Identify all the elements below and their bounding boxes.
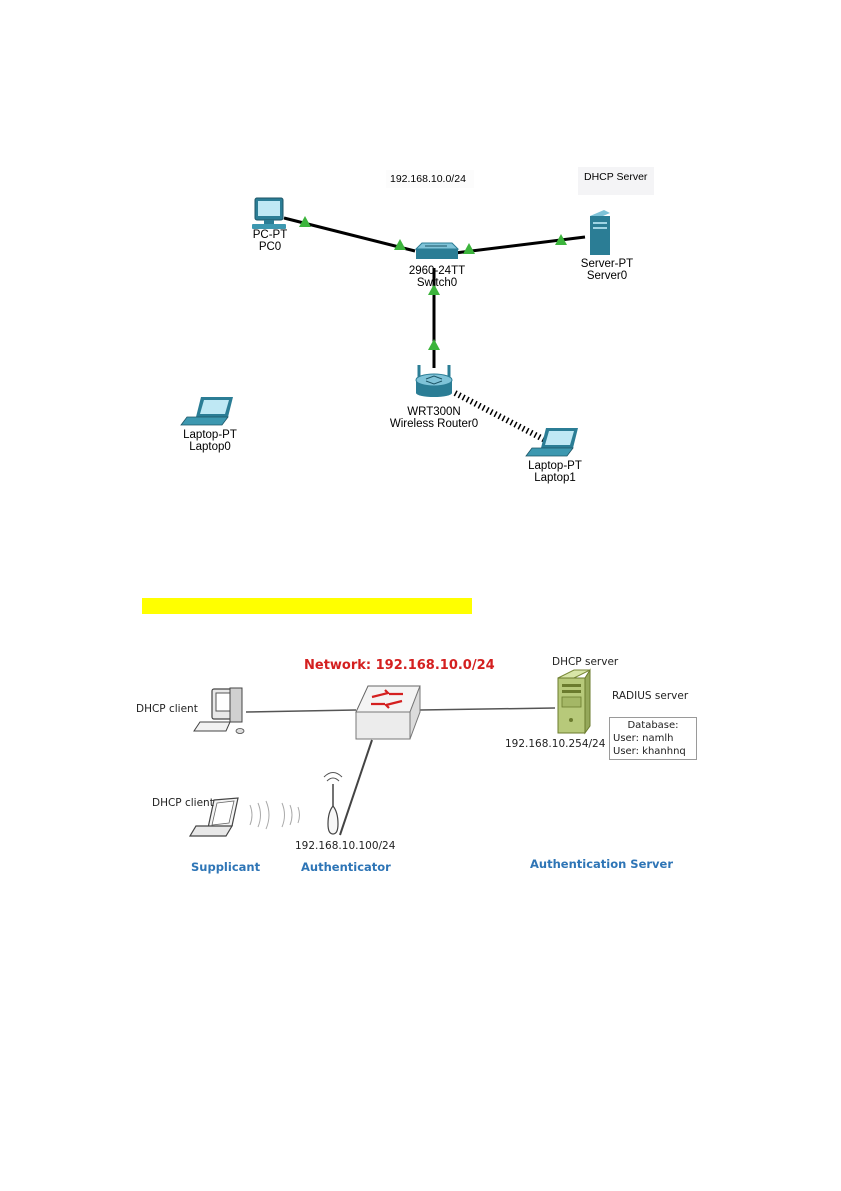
network-switch-icon[interactable]: [355, 685, 421, 740]
status-triangle: [299, 216, 311, 227]
wireless-router-icon[interactable]: [415, 365, 453, 397]
authenticator-label: Authenticator: [301, 860, 391, 874]
dhcp-client-laptop-label: DHCP client: [152, 797, 214, 809]
device-type: 2960-24TT: [408, 265, 466, 277]
laptop-icon[interactable]: [180, 397, 233, 426]
switch-icon[interactable]: [414, 242, 460, 259]
device-name: Switch0: [416, 277, 458, 289]
pc0-label[interactable]: PC-PT PC0: [240, 229, 300, 253]
status-triangle: [428, 339, 440, 350]
device-type: Server-PT: [580, 258, 634, 270]
ap-ip-label: 192.168.10.100/24: [295, 840, 396, 852]
topology-diagram: [180, 197, 610, 457]
device-name: Laptop1: [534, 472, 576, 484]
status-triangle: [394, 239, 406, 250]
device-type: Laptop-PT: [183, 429, 237, 441]
database-user: User: namlh: [613, 733, 674, 744]
status-triangle: [555, 234, 567, 245]
laptop0-label[interactable]: Laptop-PT Laptop0: [175, 429, 245, 453]
wireless-signal-waves: [249, 800, 300, 830]
link-pc-switch: [245, 709, 357, 713]
status-triangle: [463, 243, 475, 254]
router0-label[interactable]: WRT300N Wireless Router0: [384, 406, 484, 430]
device-name: PC0: [258, 241, 282, 253]
dhcp-client-pc-label: DHCP client: [136, 703, 198, 715]
link-status-indicators: [299, 216, 567, 350]
laptop1-label[interactable]: Laptop-PT Laptop1: [520, 460, 590, 484]
laptop-client-icon[interactable]: [188, 797, 239, 837]
desktop-pc-icon[interactable]: [193, 687, 245, 734]
yellow-highlight-bar: [142, 598, 472, 614]
device-name: Wireless Router0: [389, 418, 479, 430]
database-user: User: khanhnq: [613, 746, 686, 757]
device-type: PC-PT: [252, 229, 288, 241]
link-switch-ap: [339, 739, 373, 836]
network-title: Network: 192.168.10.0/24: [304, 658, 495, 673]
device-type: Laptop-PT: [528, 460, 582, 472]
device-name: Server0: [586, 270, 628, 282]
pc-icon[interactable]: [252, 197, 286, 229]
supplicant-label: Supplicant: [191, 860, 261, 874]
device-type: WRT300N: [407, 406, 461, 418]
server-tower-icon[interactable]: [557, 668, 591, 735]
network-note: 192.168.10.0/24: [386, 170, 474, 188]
dhcp-server-label: DHCP server: [552, 656, 619, 668]
access-point-icon[interactable]: [323, 772, 343, 835]
status-triangle: [428, 284, 440, 295]
database-title: Database:: [627, 720, 679, 731]
authentication-server-label: Authentication Server: [530, 857, 674, 871]
switch0-label[interactable]: 2960-24TT Switch0: [397, 265, 477, 289]
device-name: Laptop0: [189, 441, 231, 453]
server-ip-label: 192.168.10.254/24: [505, 738, 606, 750]
laptop-icon[interactable]: [525, 428, 578, 457]
link-switch-server: [419, 707, 556, 711]
radius-server-label: RADIUS server: [612, 690, 689, 702]
server0-label[interactable]: Server-PT Server0: [572, 258, 642, 282]
auth-diagram: [188, 668, 591, 837]
wireless-link-router0-laptop1: [453, 390, 547, 443]
server-icon[interactable]: [590, 210, 610, 255]
database-box: Database: User: namlh User: khanhnq: [609, 717, 697, 760]
dhcp-server-note: DHCP Server: [578, 167, 654, 195]
